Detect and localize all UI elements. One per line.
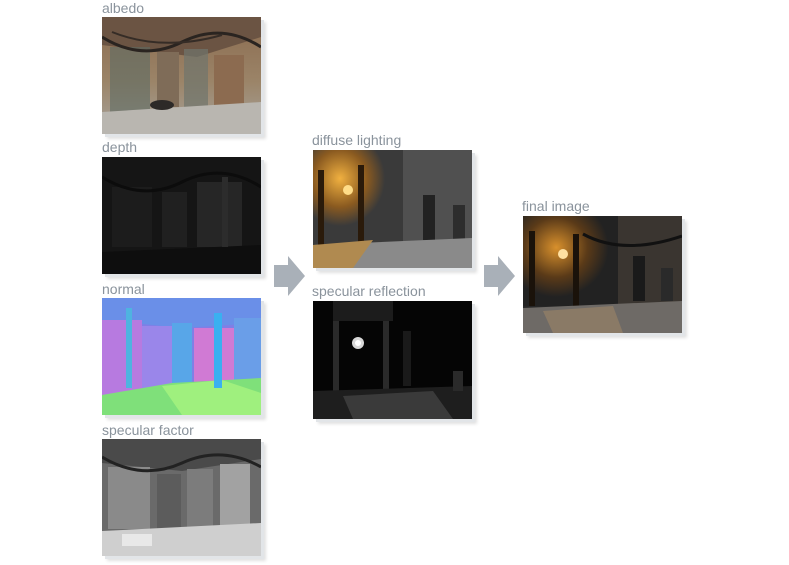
right-arrow-icon xyxy=(484,256,515,296)
specular-reflection-image xyxy=(313,301,472,419)
diffuse-lighting-image xyxy=(313,150,472,268)
final-image-label: final image xyxy=(522,198,590,214)
depth-label: depth xyxy=(102,139,138,155)
albedo-label: albedo xyxy=(102,0,145,16)
final-image xyxy=(523,216,682,333)
depth-image xyxy=(102,157,261,274)
specular-factor-image xyxy=(102,439,261,556)
diffuse-lighting-label: diffuse lighting xyxy=(312,132,402,148)
normal-image xyxy=(102,298,261,415)
normal-label: normal xyxy=(102,281,145,297)
specular-reflection-label: specular reflection xyxy=(312,283,426,299)
specular-factor-label: specular factor xyxy=(102,422,194,438)
albedo-image xyxy=(102,17,261,134)
right-arrow-icon xyxy=(274,256,305,296)
